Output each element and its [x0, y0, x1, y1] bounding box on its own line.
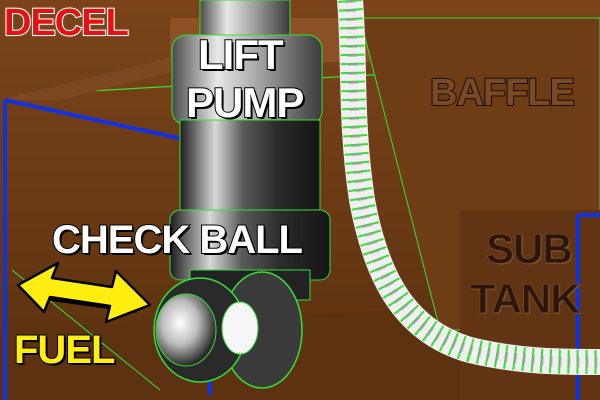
fuel-double-arrow	[16, 261, 152, 324]
sub-tank-label-line2: TANK	[470, 275, 582, 322]
lift-pump-label-line2: PUMP	[185, 79, 305, 126]
hose-shading	[345, 0, 600, 367]
check-ball	[155, 293, 217, 367]
check-valve-port	[221, 301, 259, 355]
lift-pump-label-line1: LIFT	[197, 31, 285, 78]
baffle-label: BAFFLE	[429, 72, 576, 114]
check-ball-label: CHECK BALL	[51, 218, 304, 262]
decel-label: DECEL	[3, 2, 130, 44]
sub-tank-label-line1: SUB	[486, 225, 574, 272]
fuel-label: FUEL	[13, 328, 116, 372]
pump-top-fitting	[199, 0, 291, 36]
pump-body	[179, 119, 321, 221]
